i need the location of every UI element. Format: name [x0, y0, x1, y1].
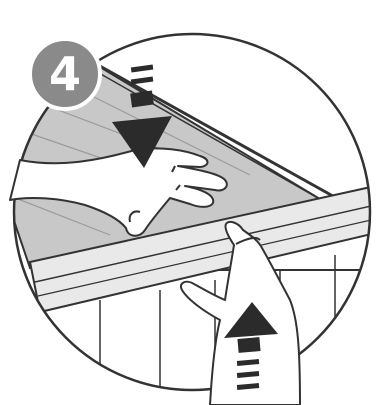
step-number: 4: [49, 47, 81, 101]
step-badge: 4: [30, 39, 100, 109]
